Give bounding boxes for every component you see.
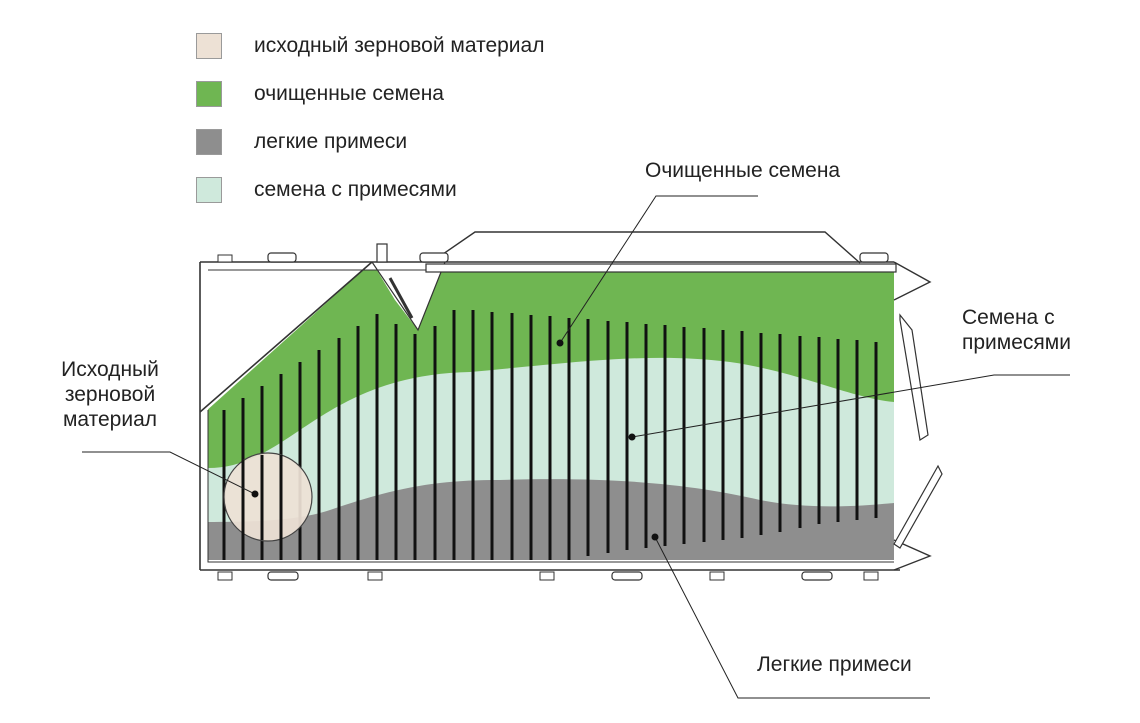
callout-mixed-seeds: Семена с примесями [962, 306, 1071, 354]
callout-clean-seeds: Очищенные семена [645, 159, 841, 182]
top-bracket-2 [419, 252, 449, 263]
legend-swatch-source-material [196, 33, 222, 59]
leader-source-material [82, 451, 256, 495]
leader-clean-seeds [559, 195, 758, 344]
hopper-flap [388, 277, 414, 319]
legend-label-source-material: исходный зерновой материал [254, 34, 545, 57]
legend-item-mixed-seeds: семена с примесями [196, 174, 544, 206]
legend-swatch-clean-seeds [196, 81, 222, 107]
callout-source-material: Исходный зерновой материал [61, 358, 159, 431]
outlet-flap-upper [899, 313, 929, 441]
marker-clean-seeds [556, 339, 564, 347]
source-material-circle [223, 452, 313, 542]
callout-light-impurities: Легкие примеси [757, 653, 912, 676]
legend-swatch-mixed-seeds [196, 177, 222, 203]
marker-light-impurities [651, 533, 659, 541]
top-bracket-1 [267, 252, 297, 263]
top-pin [376, 243, 388, 263]
bolt-3 [539, 571, 555, 581]
bolt-1 [217, 571, 233, 581]
legend-label-light-impurities: легкие примеси [254, 130, 408, 153]
separator-bars [222, 310, 878, 560]
legend-label-mixed-seeds: семена с примесями [254, 178, 457, 201]
outlet-flap-lower [893, 464, 943, 549]
legend-item-source-material: исходный зерновой материал [196, 30, 544, 62]
upper-hood [429, 231, 861, 264]
hopper-outline [371, 261, 446, 332]
top-bolt-left [217, 254, 233, 263]
foot-2 [611, 571, 643, 581]
frame-inner [207, 410, 894, 563]
leader-mixed-seeds [631, 374, 1070, 438]
right-outlet [893, 261, 932, 571]
top-rail [425, 263, 897, 273]
leader-light-impurities [654, 536, 930, 699]
legend-item-clean-seeds: очищенные семена [196, 78, 544, 110]
legend-item-light-impurities: легкие примеси [196, 126, 544, 158]
bolt-5 [863, 571, 879, 581]
legend-label-clean-seeds: очищенные семена [254, 82, 444, 105]
inlet-slope [199, 261, 373, 413]
foot-3 [801, 571, 833, 581]
marker-mixed-seeds [628, 433, 636, 441]
bolt-4 [709, 571, 725, 581]
marker-source-material [251, 490, 259, 498]
foot-1 [267, 571, 299, 581]
legend-swatch-light-impurities [196, 129, 222, 155]
top-bracket-3 [859, 252, 889, 263]
legend: исходный зерновой материал очищенные сем… [196, 30, 544, 222]
bolt-2 [367, 571, 383, 581]
